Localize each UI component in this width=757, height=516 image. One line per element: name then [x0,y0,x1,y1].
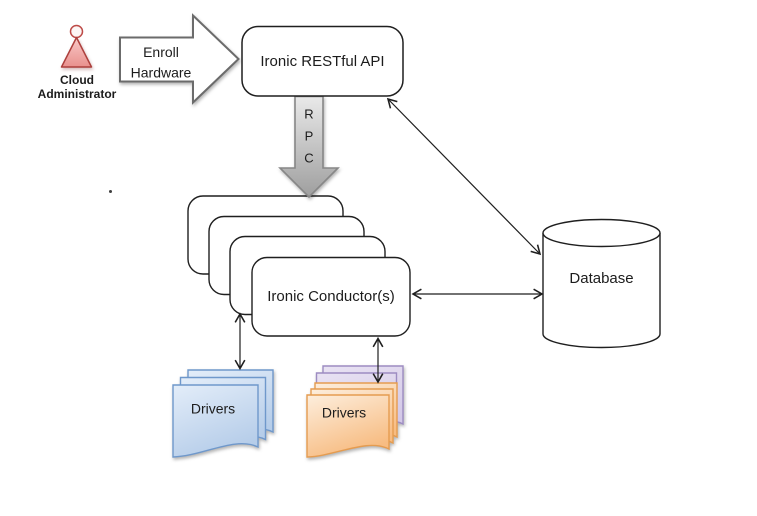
driver-card-blue-front [172,384,259,458]
drivers-orange-label: Drivers [322,405,366,421]
ironic-conductor-label: Ironic Conductor(s) [267,288,395,305]
database-top [542,218,661,248]
stray-dot [109,190,112,193]
database-body [542,233,661,349]
rpc-letter-c: C [304,151,313,166]
rpc-letter-p: P [305,129,314,144]
cloud-administrator-icon [60,24,93,68]
actor-label-line2: Administrator [38,87,117,101]
arrow-api-database [386,97,542,256]
ironic-conductor-stack [187,195,411,337]
conductor-box-front [251,256,411,337]
actor-body [60,36,93,68]
enroll-label-line1: Enroll [143,44,179,60]
actor-label-line1: Cloud [60,73,94,87]
drivers-blue-label: Drivers [191,401,235,417]
database-label: Database [569,270,633,287]
actor-head [69,24,84,39]
ironic-restful-api-label: Ironic RESTful API [260,53,384,70]
rpc-arrow [278,95,340,199]
enroll-hardware-arrow [119,13,240,105]
driver-card-orange-front [306,394,390,458]
rpc-letter-r: R [304,107,313,122]
drivers-stack-blue [172,369,274,458]
drivers-stack-orange [306,365,404,458]
database-cylinder [542,218,661,349]
enroll-label-line2: Hardware [131,65,192,81]
ironic-restful-api-box [241,25,404,97]
connector-arrows [234,97,544,384]
